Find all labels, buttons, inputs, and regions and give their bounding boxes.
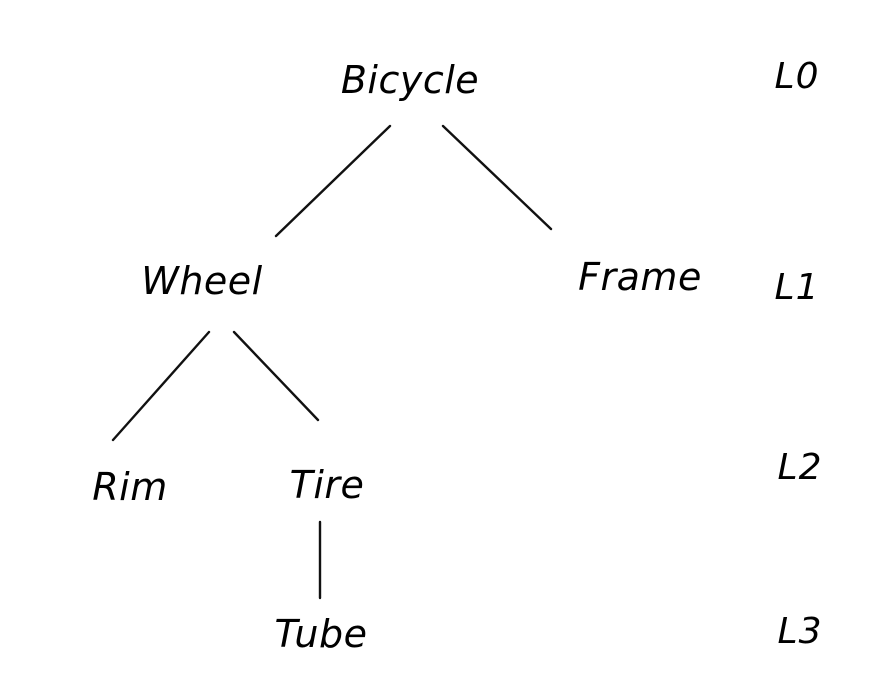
node-wheel: Wheel — [141, 259, 263, 303]
edge-wheel-tire — [232, 330, 320, 422]
edge-bicycle-wheel — [274, 124, 392, 238]
node-rim: Rim — [92, 465, 168, 509]
level-label-l1: L1 — [774, 267, 820, 308]
level-label-l3: L3 — [777, 611, 823, 652]
node-tire: Tire — [289, 463, 365, 507]
level-label-l0: L0 — [774, 56, 820, 97]
node-frame: Frame — [578, 255, 702, 299]
edge-wheel-rim — [111, 330, 211, 442]
node-tube: Tube — [274, 612, 368, 656]
node-bicycle: Bicycle — [340, 58, 480, 102]
edge-bicycle-frame — [441, 124, 553, 231]
level-label-l2: L2 — [777, 447, 823, 488]
